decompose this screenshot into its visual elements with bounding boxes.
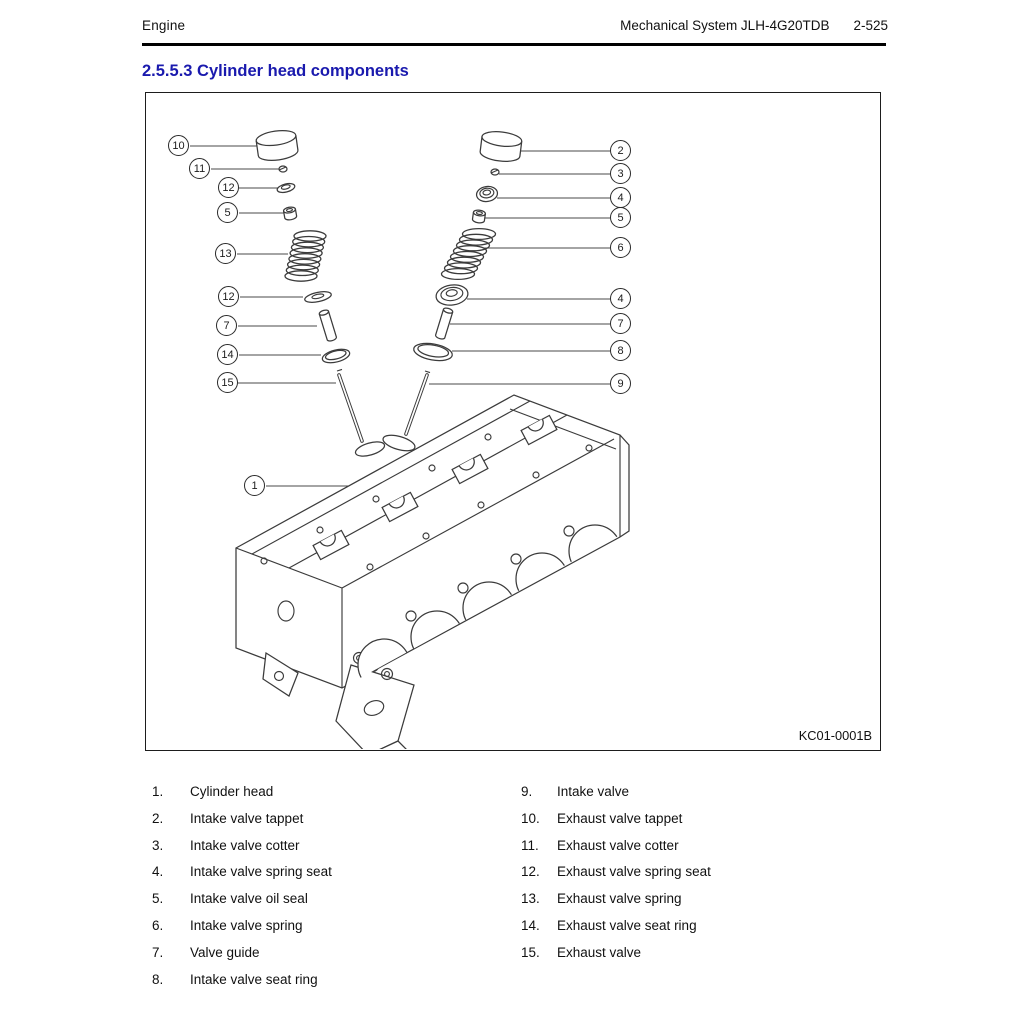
part-number: 14. (521, 917, 540, 933)
intake-valve-spring-part (440, 227, 497, 281)
callout-7a: 7 (216, 315, 237, 336)
part-number: 11. (521, 837, 539, 853)
part-number: 6. (152, 917, 164, 933)
callout-12b: 12 (218, 286, 239, 307)
intake-valve-cotter-part (490, 168, 500, 176)
list-item: 3. Intake valve cotter (152, 838, 502, 865)
intake-valve-spring-seat-lower-part (435, 284, 469, 306)
list-item: 11. Exhaust valve cotter (521, 838, 881, 865)
callout-4a: 4 (610, 187, 631, 208)
callout-8: 8 (610, 340, 631, 361)
callout-15: 15 (217, 372, 238, 393)
part-number: 9. (521, 784, 533, 799)
header-right: Mechanical System JLH-4G20TDB 2-525 (620, 18, 888, 33)
callout-2: 2 (610, 140, 631, 161)
header-rule (142, 43, 886, 46)
part-number: 4. (152, 864, 164, 880)
part-label: Exhaust valve spring (557, 891, 682, 907)
intake-valve-spring-seat-upper-part (475, 185, 499, 203)
part-label: Intake valve oil seal (190, 891, 308, 907)
part-number: 12. (521, 864, 540, 880)
list-item: 12. Exhaust valve spring seat (521, 864, 881, 891)
part-number: 7. (152, 944, 164, 960)
part-label: Valve guide (190, 944, 260, 960)
part-label: Exhaust valve seat ring (557, 917, 697, 933)
part-label: Intake valve cotter (190, 837, 300, 853)
part-label: Exhaust valve (557, 944, 642, 960)
leader-lines-right (429, 150, 610, 385)
list-item: 9. Intake valve (521, 784, 881, 811)
valve-guide-right-part (434, 307, 454, 340)
list-item: 5. Intake valve oil seal (152, 891, 502, 918)
intake-valve-seat-ring-part (413, 342, 453, 362)
callout-10: 10 (168, 135, 189, 156)
list-item: 15. Exhaust valve (521, 945, 881, 972)
exploded-diagram (190, 129, 630, 749)
exhaust-valve-spring-seat-upper-part (276, 182, 296, 194)
section-title: 2.5.5.3 Cylinder head components (142, 62, 409, 80)
list-item: 10. Exhaust valve tappet (521, 811, 881, 838)
figure-cylinder-head-components: 10 11 12 5 13 12 7 14 15 1 2 3 4 5 6 4 7… (145, 92, 881, 751)
callout-7b: 7 (610, 313, 631, 334)
callout-13: 13 (215, 243, 236, 264)
callout-9: 9 (610, 373, 631, 394)
callout-5a: 5 (217, 202, 238, 223)
part-number: 15. (521, 944, 540, 960)
callout-3: 3 (610, 163, 631, 184)
part-label: Cylinder head (190, 784, 274, 799)
part-number: 5. (152, 891, 164, 907)
leader-lines-left (190, 145, 370, 487)
callout-12a: 12 (218, 177, 239, 198)
exhaust-valve-spring-seat-lower-part (304, 291, 332, 303)
part-label: Intake valve spring seat (190, 864, 332, 880)
list-item: 14. Exhaust valve seat ring (521, 918, 881, 945)
part-label: Intake valve spring (190, 917, 303, 933)
part-number: 10. (521, 810, 540, 826)
figure-code: KC01-0001B (798, 728, 872, 743)
callout-14: 14 (217, 344, 238, 365)
list-item: 6. Intake valve spring (152, 918, 502, 945)
intake-valve-part (382, 370, 431, 452)
part-number: 1. (152, 784, 164, 799)
callout-11: 11 (189, 158, 210, 179)
part-number: 8. (152, 971, 164, 987)
list-item: 13. Exhaust valve spring (521, 891, 881, 918)
list-item: 7. Valve guide (152, 945, 502, 972)
list-item: 2. Intake valve tappet (152, 811, 502, 838)
exhaust-valve-oil-seal-part (282, 206, 298, 221)
callout-5b: 5 (610, 207, 631, 228)
cylinder-head-drawing (235, 394, 630, 749)
exhaust-valve-part (336, 368, 386, 457)
part-label: Exhaust valve cotter (557, 837, 679, 853)
exhaust-valve-tappet-part (255, 129, 299, 161)
exhaust-valve-spring-part (284, 230, 327, 282)
valve-guide-left-part (318, 309, 338, 342)
intake-valve-oil-seal-part (471, 209, 486, 224)
cam-saddles (312, 414, 558, 561)
exhaust-valve-cotter-part (278, 165, 288, 173)
list-item: 4. Intake valve spring seat (152, 864, 502, 891)
header-section-label: Engine (142, 18, 186, 33)
list-item: 1. Cylinder head (152, 784, 502, 811)
part-label: Intake valve seat ring (190, 971, 318, 987)
callout-4b: 4 (610, 288, 631, 309)
parts-list-right: 9. Intake valve 10. Exhaust valve tappet 1… (521, 784, 881, 972)
part-number: 3. (152, 837, 164, 853)
list-item: 8. Intake valve seat ring (152, 972, 502, 999)
exhaust-valve-seat-ring-part (321, 348, 351, 364)
part-label: Intake valve tappet (190, 810, 304, 826)
part-label: Exhaust valve spring seat (557, 864, 711, 880)
part-number: 13. (521, 891, 540, 907)
callout-1: 1 (244, 475, 265, 496)
parts-list-left: 1. Cylinder head 2. Intake valve tappet 3.… (152, 784, 502, 998)
part-label: Intake valve (557, 784, 630, 799)
intake-valve-tappet-part (479, 131, 523, 162)
part-label: Exhaust valve tappet (557, 810, 683, 826)
header-page-number: 2-525 (853, 18, 888, 33)
callout-6: 6 (610, 237, 631, 258)
header-system-label: Mechanical System JLH-4G20TDB (620, 18, 830, 33)
part-number: 2. (152, 810, 164, 826)
